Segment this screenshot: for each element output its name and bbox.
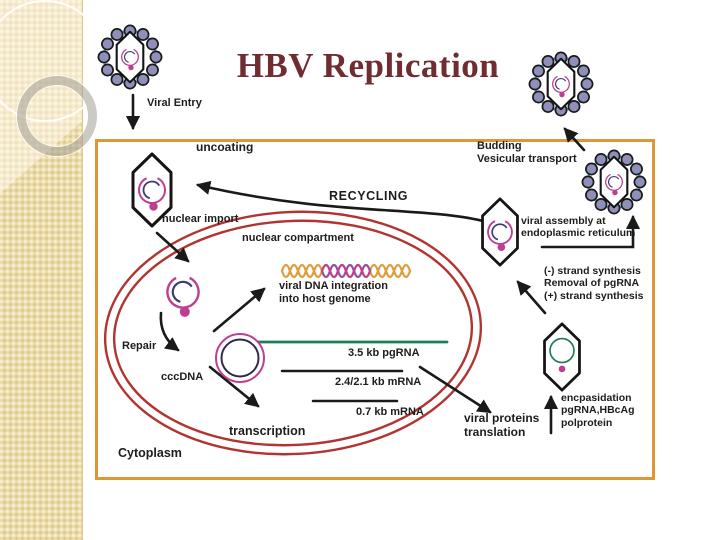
nuclear-membrane [103,210,483,456]
cccdna-icon [215,333,265,383]
arrow-transcription [208,365,260,408]
integrated-dna-helix-icon [280,263,412,279]
arrow-strand-synthesis [516,280,547,315]
label-pgrna-35kb: 3.5 kb pgRNA [348,347,420,359]
arrow-recycling [195,180,485,223]
slide-title: HBV Replication [236,46,500,85]
virion-released [529,52,592,115]
label-encapsidation: encpasidation pgRNA,HBcAg polprotein [561,392,635,429]
label-repair: Repair [122,340,157,352]
arrow-budding-export [563,127,586,152]
arrow-repair [159,311,180,352]
label-uncoating: uncoating [196,140,254,154]
arrow-assembly-to-budding [540,214,641,249]
label-viral-assembly: viral assembly at endoplasmic reticulum [521,215,636,240]
arrow-dna-integration [212,287,266,333]
decorative-circle-ring [17,76,97,156]
label-strand-synthesis: (-) strand synthesis Removal of pgRNA (+… [544,265,644,302]
label-nuclear-compartment: nuclear compartment [242,232,354,244]
arrow-viral-proteins-translation [418,365,492,414]
capsid-encapsidation [543,322,581,392]
label-mrna-07kb: 0.7 kb mRNA [356,406,424,418]
label-mrna-24-21kb: 2.4/2.1 kb mRNA [335,376,422,388]
label-recycling: RECYCLING [329,189,409,203]
label-transcription: transcription [229,424,306,438]
label-dna-integration: viral DNA integration into host genome [279,280,388,305]
label-viral-entry: Viral Entry [147,97,202,109]
virion-entering [98,25,161,88]
virion-budding [582,150,645,213]
label-viral-proteins: viral proteins translation [464,411,540,440]
arrow-nuclear-import [155,231,190,263]
rcdna-nuclear [161,270,205,319]
label-budding: Budding Vesicular transport [477,140,577,165]
label-cytoplasm: Cytoplasm [118,446,182,460]
label-nuclear-import: nuclear import [162,213,239,225]
label-cccdna: cccDNA [161,371,204,383]
slide-sidebar-decoration [0,0,106,540]
capsid-assembly [481,197,519,267]
